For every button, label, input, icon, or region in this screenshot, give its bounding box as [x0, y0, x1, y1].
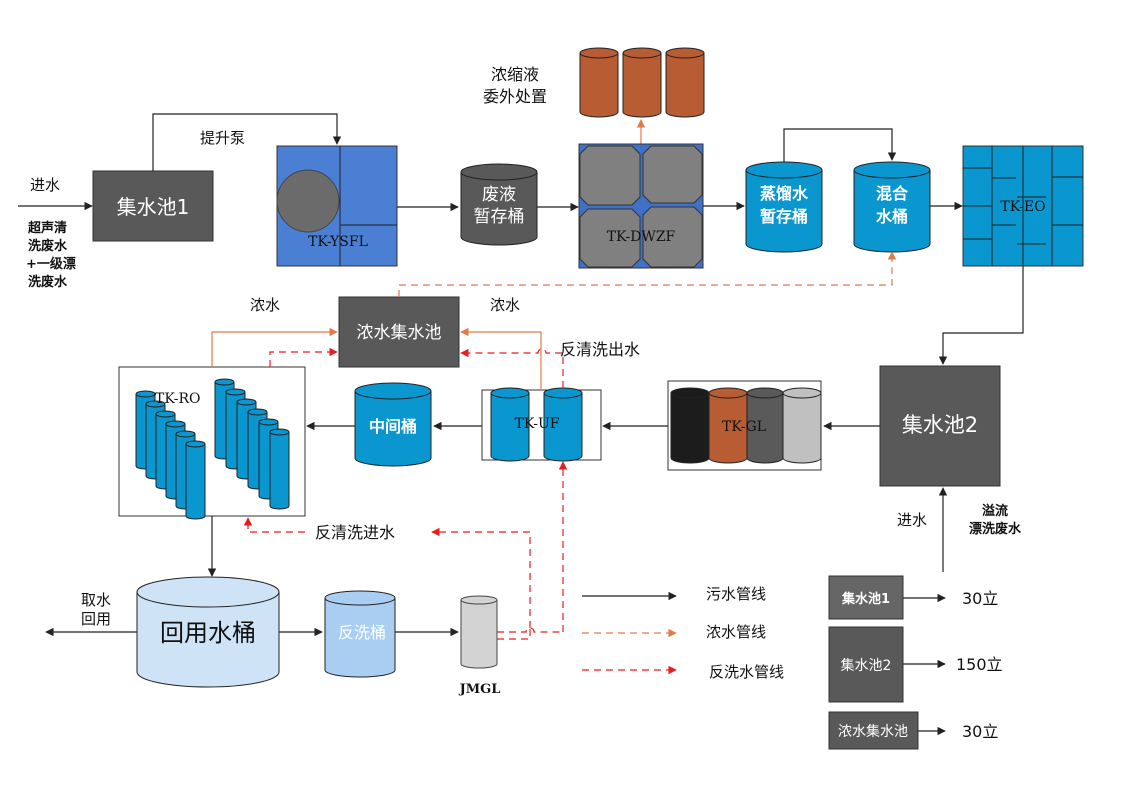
ro-membrane-tubes	[135, 378, 290, 520]
capacity-name-3: 浓水集水池	[838, 723, 908, 740]
filter-lightgray	[782, 387, 822, 464]
backwash-tank-label: 反洗桶	[338, 623, 386, 642]
inlet-group: 进水 超声清 洗废水 +一级漂 洗废水	[18, 176, 93, 290]
tk-ysfl-label: TK-YSFL	[308, 234, 368, 250]
pool2-inlet-desc-1: 溢流	[982, 503, 1008, 519]
conc-to-mix-line	[398, 251, 897, 297]
distilled-line1: 蒸馏水	[760, 184, 809, 203]
capacity-value-3: 30立	[962, 722, 998, 741]
pool2: 集水池2	[879, 365, 1001, 487]
waste-tank-line2: 暂存桶	[474, 207, 525, 227]
conc-pool-box	[338, 296, 460, 368]
concentrate-barrels	[579, 47, 705, 118]
tk-dwzf-label: TK-DWZF	[607, 229, 676, 245]
waste-tank-line1: 废液	[482, 185, 516, 205]
tk-eo-unit: TK-EO	[962, 145, 1084, 267]
jmgl-out-line-2	[497, 628, 531, 640]
uf-membrane-2	[543, 387, 583, 462]
tk-gl-label: TK-GL	[722, 419, 766, 435]
legend-item-concentrate: 浓水管线	[582, 623, 766, 641]
lift-pump-line	[152, 113, 342, 171]
uf-conc-line	[460, 327, 542, 389]
legend-item-backwash: 反洗水管线	[582, 663, 784, 681]
legend: 污水管线 浓水管线 反洗水管线	[582, 585, 784, 681]
tk-ysfl-unit: TK-YSFL	[276, 145, 398, 267]
reuse-out-line2: 回用	[81, 610, 111, 628]
reuse-out-line1: 取水	[81, 591, 111, 609]
eo-to-pool2-line	[938, 266, 1024, 365]
legend-backwash-label: 反洗水管线	[709, 663, 784, 681]
uf-membrane-1	[490, 387, 530, 462]
jmgl-to-ro-backwash-line	[431, 527, 531, 628]
capacity-row-pool1: 集水池1 30立	[828, 575, 998, 620]
lift-pump-label: 提升泵	[200, 129, 245, 147]
ro-backwash-out-line	[269, 347, 338, 367]
capacity-value-1: 30立	[962, 589, 998, 608]
filter-gray	[746, 387, 784, 464]
reuse-tank-label: 回用水桶	[160, 619, 256, 647]
mix-line1: 混合	[876, 184, 909, 203]
inlet-label: 进水	[30, 176, 60, 194]
conc-left-label: 浓水	[250, 296, 280, 314]
legend-concentrate-label: 浓水管线	[706, 623, 766, 641]
capacity-table: 集水池1 30立 集水池2 150立 浓水集水池 30立	[828, 575, 1003, 750]
tk-gl-unit: TK-GL	[667, 380, 822, 471]
conc-pool: 浓水集水池	[338, 296, 460, 368]
barrel-1	[579, 47, 619, 118]
inlet-desc-3: +一级漂	[26, 256, 76, 272]
concentrate-label-1: 浓缩液	[491, 65, 539, 84]
inlet-desc-1: 超声清	[28, 220, 67, 236]
pool1: 集水池1	[92, 170, 214, 242]
distilled-tank: 蒸馏水 暂存桶	[745, 161, 823, 253]
mix-line2: 水桶	[876, 207, 908, 226]
uf-backwash-out-line	[460, 348, 564, 388]
filter-black	[670, 387, 710, 464]
inlet-desc-2: 洗废水	[28, 238, 68, 254]
ro-conc-line	[211, 327, 338, 367]
filter-rust	[708, 387, 748, 464]
barrel-3	[665, 47, 705, 118]
jmgl-label: JMGL	[459, 682, 501, 697]
pool2-label: 集水池2	[902, 413, 978, 437]
capacity-row-pool2: 集水池2 150立	[828, 626, 1003, 703]
backwash-tank: 反洗桶	[324, 590, 396, 678]
reuse-tank: 回用水桶	[136, 576, 280, 688]
separator-circle-icon	[276, 169, 340, 233]
capacity-row-conc-pool: 浓水集水池 30立	[828, 711, 998, 750]
conc-pool-label: 浓水集水池	[357, 323, 442, 343]
legend-item-sewage: 污水管线	[582, 585, 766, 603]
pool1-label: 集水池1	[117, 195, 190, 219]
tk-ro-label: TK-RO	[155, 391, 201, 407]
barrel-2	[622, 47, 662, 118]
jmgl-out-line-1	[497, 627, 563, 633]
mix-tank: 混合 水桶	[853, 161, 931, 253]
waste-tank: 废液 暂存桶	[460, 163, 538, 246]
capacity-name-1: 集水池1	[841, 591, 890, 607]
middle-tank: 中间桶	[354, 382, 432, 467]
pool2-inlet-desc-2: 漂洗废水	[969, 521, 1022, 537]
capacity-name-2: 集水池2	[841, 657, 892, 674]
capacity-value-2: 150立	[956, 655, 1003, 674]
tk-ro-unit: TK-RO	[118, 366, 306, 520]
pool1-box	[92, 170, 214, 242]
jmgl-filter: JMGL	[459, 595, 501, 697]
concentrate-label-2: 委外处置	[483, 87, 547, 106]
inlet-desc-4: 洗废水	[28, 274, 68, 290]
distilled-line2: 暂存桶	[760, 207, 808, 226]
tk-dwzf-unit: TK-DWZF	[578, 143, 704, 269]
legend-sewage-label: 污水管线	[706, 585, 766, 603]
pool2-inlet-label: 进水	[897, 511, 927, 529]
tk-uf-unit: TK-UF	[481, 387, 602, 462]
backwash-out-label: 反清洗出水	[560, 340, 640, 359]
distilled-to-mix-line	[783, 128, 897, 162]
middle-tank-label: 中间桶	[369, 417, 417, 436]
conc-right-label: 浓水	[490, 296, 520, 314]
tk-eo-label: TK-EO	[1000, 199, 1045, 215]
tk-uf-label: TK-UF	[514, 416, 559, 432]
ro-tube-b-6	[269, 428, 290, 510]
backwash-in-label: 反清洗进水	[315, 523, 395, 542]
ro-tube-a-6	[185, 440, 206, 520]
backwash-in-ro-line	[243, 517, 305, 533]
